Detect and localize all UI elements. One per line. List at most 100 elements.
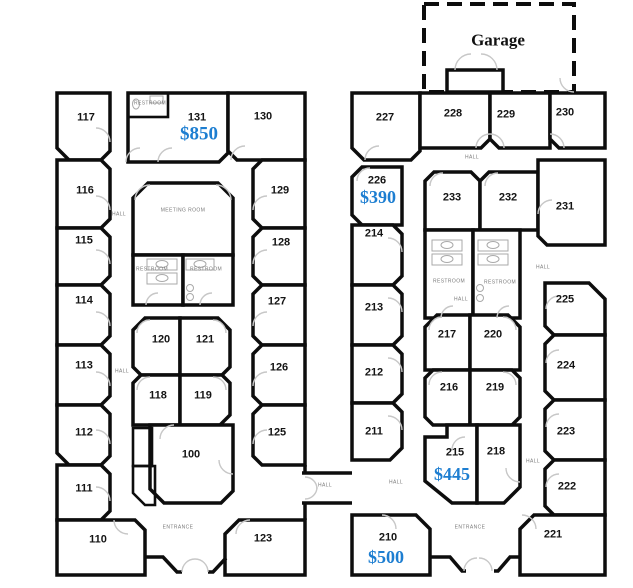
room-shape-131	[126, 91, 230, 164]
room-label-125: 125	[267, 426, 287, 439]
room-label-215: 215	[445, 446, 465, 459]
room-shape-213	[350, 283, 404, 347]
restroom-label: RESTROOM	[483, 279, 517, 286]
room-shape-217	[423, 313, 472, 372]
room-label-213: 213	[364, 301, 384, 314]
room-label-214: 214	[364, 227, 384, 240]
room-label-111: 111	[75, 482, 93, 495]
room-label-210: 210	[378, 531, 398, 544]
restroom-label: RESTROOM	[432, 278, 466, 285]
room-label-220: 220	[483, 328, 503, 341]
restroom-right-wing-right-shape	[471, 228, 522, 320]
restroom-fixtures	[132, 95, 509, 302]
room-shape-211	[350, 401, 404, 462]
room-label-127: 127	[267, 295, 287, 308]
room-label-221: 221	[543, 528, 563, 541]
price-226: $390	[360, 187, 396, 207]
utility-room-b	[131, 464, 157, 507]
room-label-230: 230	[555, 106, 575, 119]
room-shape-220	[468, 313, 522, 372]
right-wing-rooms	[350, 91, 607, 577]
hall-label: HALL	[388, 479, 404, 486]
hall-label: HALL	[453, 296, 469, 303]
corridor-walls	[145, 465, 521, 574]
room-shape-216	[423, 368, 472, 427]
left-wing-rooms	[55, 91, 307, 577]
room-label-100: 100	[181, 448, 201, 461]
room-label-128: 128	[271, 236, 291, 249]
room-label-131: 131	[187, 111, 207, 124]
room-shape-130	[226, 91, 307, 162]
hall-label: HALL	[525, 458, 541, 465]
room-shape-123	[223, 518, 307, 577]
room-shape-229	[488, 91, 552, 150]
room-shape-230	[548, 91, 607, 150]
room-label-223: 223	[556, 425, 576, 438]
room-label-114: 114	[75, 294, 93, 307]
room-label-112: 112	[75, 426, 93, 439]
garage-label: Garage	[471, 30, 525, 50]
room-label-212: 212	[364, 366, 384, 379]
room-label-113: 113	[75, 359, 93, 372]
room-label-216: 216	[439, 381, 459, 394]
meeting-room-shape	[131, 181, 235, 257]
room-label-232: 232	[498, 191, 518, 204]
room-label-222: 222	[557, 480, 577, 493]
room-label-225: 225	[555, 293, 575, 306]
hall-label: HALL	[317, 482, 333, 489]
price-215: $445	[434, 464, 470, 484]
room-shape-227	[350, 91, 422, 162]
room-label-118: 118	[149, 389, 167, 402]
restroom-label: RESTROOM	[135, 266, 169, 273]
room-shape-100	[148, 423, 235, 505]
entrance-label: ENTRANCE	[162, 524, 194, 531]
entrance-label: ENTRANCE	[454, 524, 486, 531]
room-label-231: 231	[555, 200, 575, 213]
hall-label: HALL	[114, 368, 130, 375]
restroom-131-walls	[126, 91, 170, 119]
room-label-116: 116	[76, 184, 94, 197]
room-shape-125	[251, 403, 307, 467]
room-label-226: 226	[367, 174, 387, 187]
room-shape-121	[178, 316, 232, 377]
room-label-119: 119	[194, 389, 212, 402]
restroom-left-shape	[131, 253, 185, 307]
room-shape-221	[518, 513, 607, 577]
room-shape-210	[350, 513, 432, 577]
room-shape-218	[475, 423, 522, 505]
room-shape-225	[543, 281, 607, 337]
room-shape-126	[251, 343, 307, 407]
garage-vestibule	[445, 68, 505, 94]
room-label-233: 233	[442, 191, 462, 204]
door-arcs	[95, 53, 575, 573]
room-label-217: 217	[437, 328, 457, 341]
restroom-right-shape	[181, 253, 235, 307]
room-label-126: 126	[269, 361, 289, 374]
hall-label: HALL	[535, 264, 551, 271]
room-shape-219	[468, 368, 522, 427]
garage-outline	[422, 2, 576, 94]
meeting-room-label: MEETING ROOM	[160, 207, 206, 214]
room-label-229: 229	[496, 108, 516, 121]
room-shape-117	[55, 91, 112, 162]
room-label-120: 120	[151, 333, 171, 346]
room-label-121: 121	[195, 333, 215, 346]
room-label-227: 227	[375, 111, 395, 124]
room-shape-112	[55, 403, 112, 467]
restroom-label: RESTROOM	[133, 100, 167, 107]
room-label-211: 211	[365, 425, 383, 438]
room-label-219: 219	[485, 381, 505, 394]
restroom-label: RESTROOM	[189, 266, 223, 273]
room-label-110: 110	[89, 533, 107, 546]
hall-label: HALL	[111, 211, 127, 218]
room-label-130: 130	[253, 110, 273, 123]
room-shape-127	[251, 283, 307, 347]
room-label-115: 115	[75, 234, 93, 247]
room-shape-120	[131, 316, 182, 377]
price-210: $500	[368, 547, 404, 567]
room-shape-231	[536, 158, 607, 247]
room-shape-228	[418, 91, 492, 150]
price-131: $850	[180, 123, 218, 145]
room-shape-110	[55, 518, 147, 577]
